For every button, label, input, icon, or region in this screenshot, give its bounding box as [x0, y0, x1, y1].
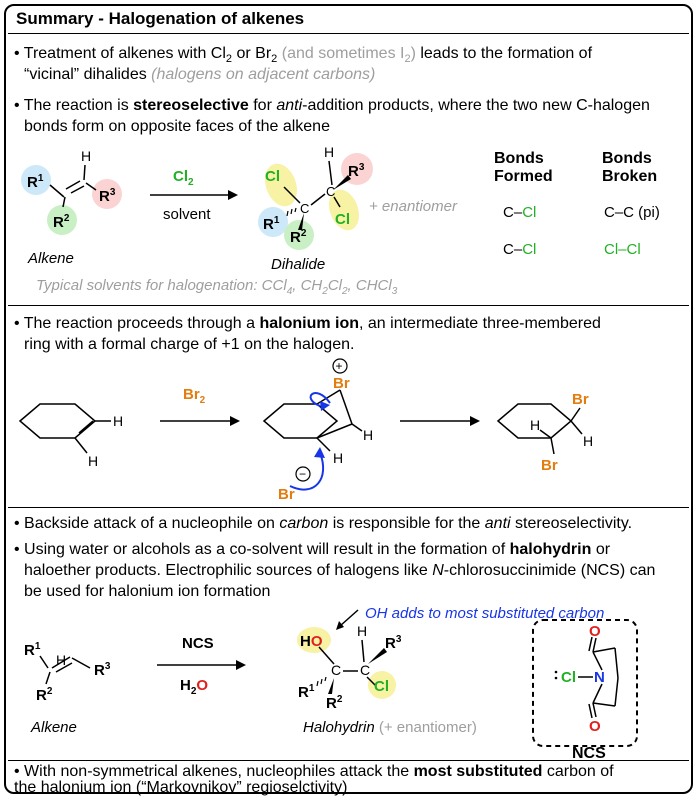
bullet-5-line-3: be used for halonium ion formation — [24, 583, 271, 600]
negative-charge-icon — [295, 466, 311, 482]
negative-charge-sign: − — [299, 467, 306, 481]
ncs-label: NCS — [572, 745, 606, 760]
halohydrin-r3-label: R3 — [385, 634, 402, 652]
curved-arrow-ring-open — [309, 392, 331, 407]
cyclohexene-h2: H — [88, 453, 98, 469]
r2-highlight — [47, 205, 77, 235]
alkene2-r1-label: R1 — [24, 641, 41, 659]
dihalide-name-label: Dihalide — [271, 256, 325, 273]
alkene2-name-label: Alkene — [30, 719, 77, 736]
solvent-label: solvent — [163, 206, 211, 223]
scheme-2-halonium: H H Br2 Br + H H Br − Br Br H H — [18, 358, 593, 503]
bullet-3-line-1: • The reaction proceeds through a haloni… — [14, 315, 601, 332]
ncs-structure-box — [532, 619, 638, 747]
bullet-2-line-1: • The reaction is stereoselective for an… — [14, 97, 650, 114]
halohydrin-c2: C — [360, 662, 370, 678]
broken-bond-1: C–C (pi) — [604, 204, 660, 221]
oh-regio-note: OH adds to most substituted carbon — [365, 605, 604, 622]
bromonium-br: Br — [333, 375, 350, 392]
bromonium-h2: H — [333, 450, 343, 466]
summary-frame — [4, 4, 693, 794]
dihalide-c1-label: C — [300, 201, 309, 216]
broken-bond-2: Cl–Cl — [604, 241, 641, 258]
section-divider-2 — [8, 507, 689, 508]
solvents-note: Typical solvents for halogenation: CCl4,… — [36, 277, 398, 297]
title-divider — [8, 33, 689, 34]
bullet-4: • Backside attack of a nucleophile on ca… — [14, 515, 633, 532]
note-pointer-arrow — [339, 609, 359, 627]
dihalide-r1-label: R1 — [263, 215, 280, 233]
dihalide-cl-top: Cl — [265, 168, 280, 185]
alkene2-h-label: H — [56, 652, 66, 668]
ncs-cl: Cl — [561, 669, 576, 686]
alkene2-r3-label: R3 — [94, 661, 111, 679]
bromonium-h1: H — [363, 427, 373, 443]
dihalide-c2-label: C — [326, 184, 335, 199]
bonds-formed-header-1: Bonds — [494, 150, 544, 167]
cl2-reagent: Cl2 — [173, 168, 194, 188]
curved-arrow-backside-attack — [289, 452, 325, 491]
ncs-o-top: O — [589, 623, 601, 640]
alkene-r3-label: R3 — [99, 187, 116, 205]
alkene-r1-label: R1 — [27, 173, 44, 191]
halohydrin-cl: Cl — [374, 678, 389, 695]
bullet-6-line-1: • With non-symmetrical alkenes, nucleoph… — [14, 763, 614, 780]
bullet-1-line-2: “vicinal” dihalides (halogens on adjacen… — [24, 66, 376, 83]
bullet-1-line-1: • Treatment of alkenes with Cl2 or Br2 (… — [14, 45, 593, 66]
cyclohexene-h1: H — [113, 413, 123, 429]
section-divider-1 — [8, 305, 689, 306]
bonds-broken-header-1: Bonds — [602, 150, 652, 167]
dihalide-r2-label: R2 — [290, 228, 307, 246]
alkene-h-label: H — [81, 148, 91, 164]
water-reagent: H2O — [180, 677, 208, 697]
r1-highlight — [21, 165, 51, 195]
product-h2: H — [530, 417, 540, 433]
bullet-5-line-1: • Using water or alcohols as a co-solven… — [14, 541, 611, 558]
bullet-2-line-2: bonds form on opposite faces of the alke… — [24, 118, 330, 135]
product-h1: H — [583, 433, 593, 449]
r3-highlight — [92, 179, 122, 209]
product-br-top: Br — [572, 391, 589, 408]
bullet-5-line-2: haloether products. Electrophilic source… — [24, 562, 656, 579]
ncs-o-bottom: O — [589, 718, 601, 735]
halohydrin-r2-label: R2 — [326, 694, 343, 712]
scheme-1-dihalogenation: R1 R2 R3 H Alkene Cl2 solvent Cl Cl R3 R… — [21, 144, 660, 297]
alkene-name-label: Alkene — [27, 250, 74, 267]
bromide-nucleophile: Br — [278, 486, 295, 503]
positive-charge-sign: + — [336, 359, 343, 373]
halohydrin-r1-label: R1 — [298, 683, 315, 701]
scheme-3-halohydrin: OH adds to most substituted carbon R1 R2… — [24, 605, 638, 760]
halohydrin-c1: C — [331, 662, 341, 678]
positive-charge-icon — [332, 358, 348, 374]
halohydrin-h: H — [357, 623, 367, 639]
bullet-3-line-2: ring with a formal charge of +1 on the h… — [24, 336, 355, 353]
dihalide-h-label: H — [324, 144, 334, 160]
page-title: Summary - Halogenation of alkenes — [16, 9, 305, 28]
bonds-formed-header-2: Formed — [494, 168, 553, 185]
ncs-n: N — [594, 669, 605, 686]
ncs-reagent: NCS — [182, 635, 214, 652]
product-br-bottom: Br — [541, 457, 558, 474]
bonds-broken-header-2: Broken — [602, 168, 657, 185]
alkene-r2-label: R2 — [53, 213, 70, 231]
bullet-6-line-2: the halonium ion (“Markovnikov” regiosel… — [14, 779, 348, 796]
dihalide-r3-label: R3 — [348, 162, 365, 180]
enantiomer-note: + enantiomer — [369, 198, 458, 215]
alkene2-r2-label: R2 — [36, 686, 53, 704]
section-divider-3 — [8, 760, 689, 761]
halohydrin-name-label: Halohydrin (+ enantiomer) — [303, 719, 477, 736]
dihalide-cl-bottom: Cl — [335, 211, 350, 228]
br2-reagent: Br2 — [183, 386, 206, 406]
formed-bond-1: C–Cl — [503, 204, 536, 221]
halohydrin-ho: HO — [300, 633, 323, 650]
formed-bond-2: C–Cl — [503, 241, 536, 258]
